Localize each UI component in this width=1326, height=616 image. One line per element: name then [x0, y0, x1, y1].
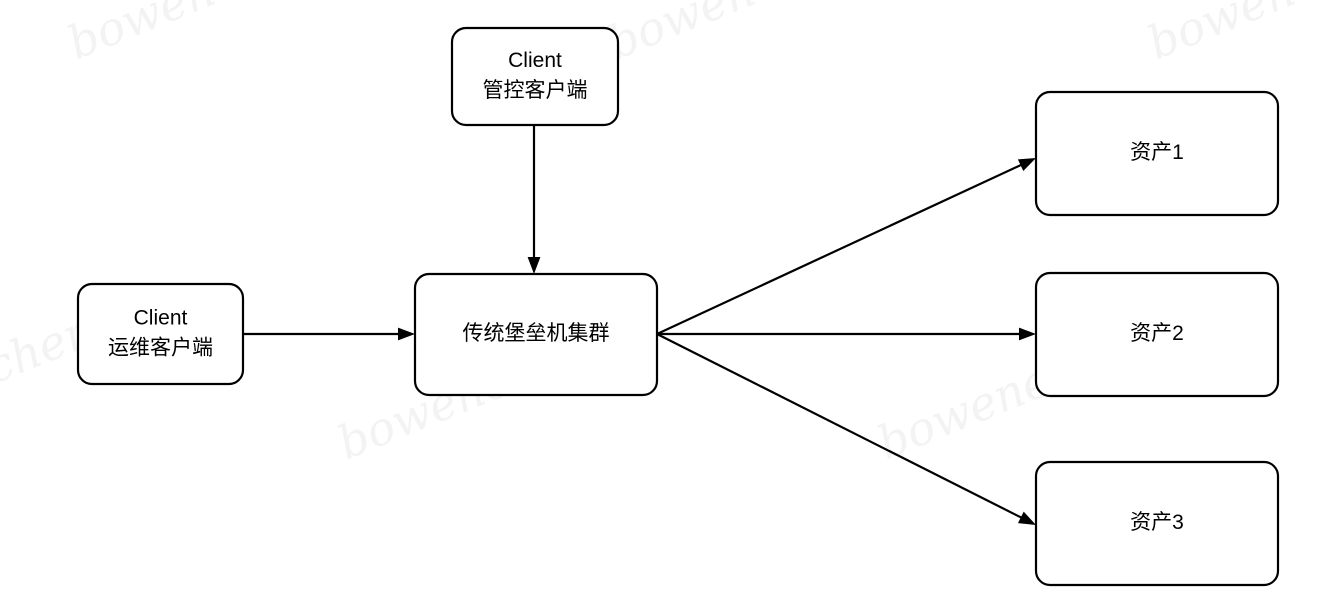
client-admin-node-shape[interactable]	[450, 26, 620, 127]
edge-bastion-to-asset-1-arrowhead	[1017, 158, 1036, 171]
edge-client-ops-to-bastion-arrowhead	[398, 327, 415, 341]
asset-2-node-shape[interactable]	[1034, 271, 1280, 398]
nodes-group: Client 管控客户端 Client 运维客户端 传统堡垒机集群 资产1 资产2 资产3	[76, 26, 1280, 587]
asset-3-node-shape[interactable]	[1034, 460, 1280, 587]
edge-bastion-to-asset-2-arrowhead	[1019, 327, 1036, 341]
bastion-cluster-node-shape[interactable]	[413, 272, 659, 397]
client-ops-node-label-1: Client	[134, 307, 188, 330]
client-admin-node-label-2: 管控客户端	[483, 79, 588, 102]
edge-client-admin-to-bastion-arrowhead	[527, 257, 541, 274]
edges-group	[243, 125, 1036, 525]
edge-bastion-to-asset-3	[656, 333, 1024, 520]
client-ops-node[interactable]: Client 运维客户端	[76, 282, 245, 386]
edge-bastion-to-asset-3-arrowhead	[1017, 511, 1036, 525]
bastion-cluster-node-label-1: 传统堡垒机集群	[463, 322, 610, 345]
asset-1-node[interactable]: 资产1	[1034, 90, 1280, 217]
edge-bastion-to-asset-1	[656, 162, 1024, 335]
client-admin-node[interactable]: Client 管控客户端	[450, 26, 620, 127]
bastion-cluster-node[interactable]: 传统堡垒机集群	[413, 272, 659, 397]
asset-3-node-label-1: 资产3	[1130, 511, 1184, 534]
asset-2-node-label-1: 资产2	[1130, 322, 1184, 345]
client-ops-node-shape[interactable]	[76, 282, 245, 386]
asset-3-node[interactable]: 资产3	[1034, 460, 1280, 587]
client-ops-node-label-2: 运维客户端	[108, 337, 213, 360]
client-admin-node-label-1: Client	[508, 49, 562, 72]
asset-1-node-shape[interactable]	[1034, 90, 1280, 217]
asset-2-node[interactable]: 资产2	[1034, 271, 1280, 398]
asset-1-node-label-1: 资产1	[1130, 141, 1184, 164]
